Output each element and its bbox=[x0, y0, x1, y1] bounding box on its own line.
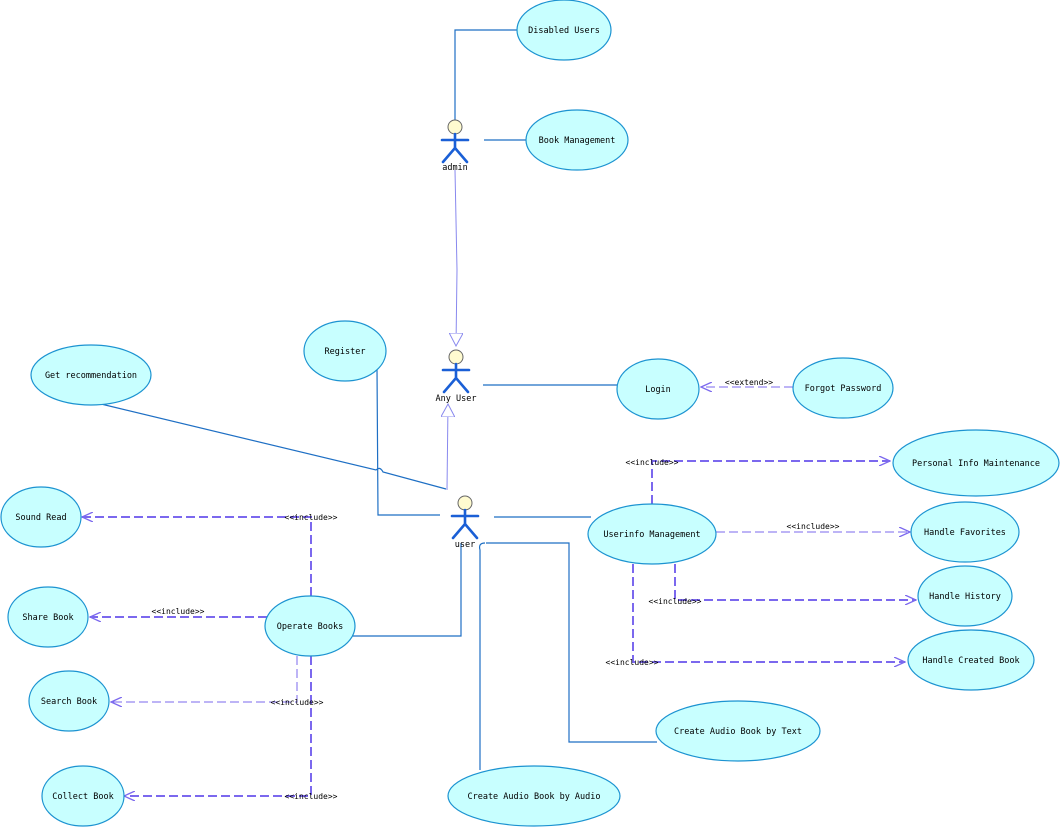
extend-label: <<extend>> bbox=[725, 378, 773, 387]
actor-admin-label: admin bbox=[442, 163, 468, 173]
use-case-search-book[interactable]: Search Book bbox=[28, 670, 110, 732]
actor-any-user-head bbox=[448, 349, 464, 365]
include-label-search-book: <<include>> bbox=[271, 698, 324, 707]
include-label-favorites: <<include>> bbox=[787, 522, 840, 531]
include-label-share-book: <<include>> bbox=[152, 607, 205, 616]
actor-admin[interactable]: admin bbox=[440, 119, 470, 173]
use-case-disabled-users[interactable]: Disabled Users bbox=[516, 0, 612, 61]
use-case-register-label: Register bbox=[325, 347, 366, 357]
use-case-personal-info[interactable]: Personal Info Maintenance bbox=[892, 429, 1060, 497]
use-case-handle-created-book[interactable]: Handle Created Book bbox=[907, 629, 1035, 691]
use-case-handle-created-book-label: Handle Created Book bbox=[922, 656, 1019, 666]
actor-admin-head bbox=[447, 119, 463, 135]
use-case-book-management-label: Book Management bbox=[539, 136, 616, 146]
use-case-create-audio-audio[interactable]: Create Audio Book by Audio bbox=[447, 765, 621, 827]
include-label-sound-read: <<include>> bbox=[285, 513, 338, 522]
actor-any-user[interactable]: Any User bbox=[436, 349, 477, 404]
gen-admin-anyuser bbox=[455, 169, 457, 346]
use-case-disabled-users-label: Disabled Users bbox=[528, 26, 600, 36]
include-userinfo-history bbox=[674, 564, 916, 600]
include-label-history: <<include>> bbox=[649, 597, 702, 606]
include-operate-sound-read bbox=[82, 517, 312, 596]
include-userinfo-personal-info bbox=[651, 461, 890, 504]
actor-any-user-label: Any User bbox=[436, 394, 477, 404]
use-case-forgot-password-label: Forgot Password bbox=[805, 384, 882, 394]
use-case-sound-read-label: Sound Read bbox=[15, 513, 66, 523]
gen-user-anyuser bbox=[447, 404, 448, 491]
include-operate-search-book bbox=[111, 656, 298, 702]
use-case-get-recommendation[interactable]: Get recommendation bbox=[30, 344, 152, 406]
use-case-handle-history-label: Handle History bbox=[929, 592, 1001, 602]
associations bbox=[100, 29, 657, 770]
use-case-collect-book-label: Collect Book bbox=[52, 792, 113, 802]
dependencies bbox=[82, 387, 916, 796]
include-userinfo-created-book bbox=[632, 564, 905, 662]
actor-any-user-figure bbox=[441, 362, 471, 394]
use-case-collect-book[interactable]: Collect Book bbox=[41, 765, 125, 827]
use-case-personal-info-label: Personal Info Maintenance bbox=[912, 459, 1040, 469]
use-case-handle-favorites[interactable]: Handle Favorites bbox=[910, 501, 1020, 563]
use-case-share-book[interactable]: Share Book bbox=[7, 586, 89, 648]
use-case-book-management[interactable]: Book Management bbox=[525, 109, 629, 171]
include-label-personal-info: <<include>> bbox=[626, 458, 679, 467]
actor-admin-figure bbox=[440, 132, 470, 164]
include-operate-collect-book bbox=[124, 656, 312, 796]
use-case-handle-favorites-label: Handle Favorites bbox=[924, 528, 1006, 538]
use-case-register[interactable]: Register bbox=[303, 320, 387, 382]
use-case-login[interactable]: Login bbox=[616, 358, 700, 420]
include-label-collect-book: <<include>> bbox=[285, 792, 338, 801]
actor-user-figure bbox=[450, 508, 480, 540]
stereotype-labels: <<extend>> <<include>> <<include>> <<inc… bbox=[152, 378, 840, 801]
assoc-user-audio-audio bbox=[478, 542, 486, 770]
use-case-operate-books[interactable]: Operate Books bbox=[264, 595, 356, 657]
assoc-user-audio-text bbox=[486, 542, 657, 743]
use-case-login-label: Login bbox=[645, 385, 671, 395]
use-case-get-recommendation-label: Get recommendation bbox=[45, 371, 137, 381]
use-case-sound-read[interactable]: Sound Read bbox=[0, 486, 82, 548]
use-case-operate-books-label: Operate Books bbox=[277, 622, 344, 632]
use-case-create-audio-audio-label: Create Audio Book by Audio bbox=[467, 792, 600, 802]
include-label-created-book: <<include>> bbox=[606, 658, 659, 667]
assoc-user-register bbox=[376, 367, 440, 516]
actor-user-label: user bbox=[455, 540, 475, 550]
use-case-create-audio-text-label: Create Audio Book by Text bbox=[674, 727, 802, 737]
use-case-search-book-label: Search Book bbox=[41, 697, 97, 707]
use-case-create-audio-text[interactable]: Create Audio Book by Text bbox=[655, 700, 821, 762]
assoc-admin-disabled-users bbox=[454, 29, 517, 120]
use-case-handle-history[interactable]: Handle History bbox=[917, 565, 1013, 627]
use-case-userinfo-management[interactable]: Userinfo Management bbox=[587, 503, 717, 565]
generalizations bbox=[447, 169, 457, 491]
actor-user[interactable]: user bbox=[450, 495, 480, 550]
use-case-userinfo-management-label: Userinfo Management bbox=[603, 530, 700, 540]
assoc-user-operate-books bbox=[352, 543, 462, 637]
actor-user-head bbox=[457, 495, 473, 511]
assoc-user-recommendation bbox=[100, 403, 447, 490]
use-case-forgot-password[interactable]: Forgot Password bbox=[792, 357, 894, 419]
use-case-share-book-label: Share Book bbox=[22, 613, 73, 623]
